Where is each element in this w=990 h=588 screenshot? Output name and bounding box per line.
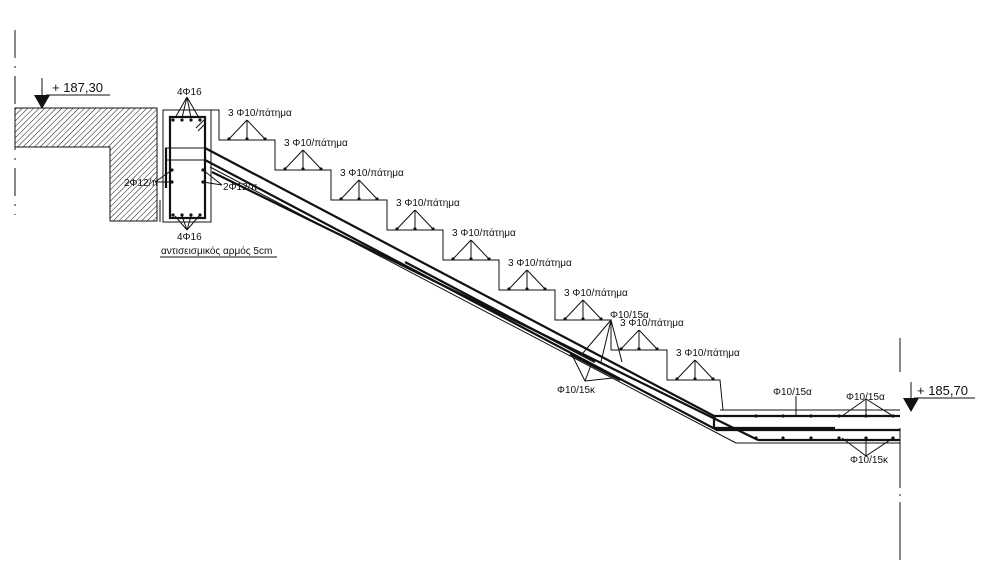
level-marker-bottom: + 185,70 [903, 382, 975, 412]
step-rebar-label: 3 Φ10/πάτημα [620, 317, 684, 329]
beam-bottom-bars-label: 4Φ16 [177, 232, 202, 243]
rebar-dot [319, 167, 323, 171]
step-rebar-callout: 3 Φ10/πάτημα [507, 257, 572, 291]
stair-profile [163, 109, 724, 411]
rebar-dot [599, 317, 603, 321]
rebar-dot [507, 287, 511, 291]
rebar-dot [263, 137, 267, 141]
rebar-dot [245, 137, 249, 141]
step-rebar-label: 3 Φ10/πάτημα [284, 137, 348, 149]
rebar-dot [543, 287, 547, 291]
seismic-joint-label: αντισεισμικός αρμός 5cm [161, 245, 272, 257]
rebar-dot [711, 377, 715, 381]
rebar-dot [451, 257, 455, 261]
rebar-dot [675, 377, 679, 381]
rebar-dot [563, 317, 567, 321]
rebar-dot [395, 227, 399, 231]
rebar-dot [637, 347, 641, 351]
rebar-dot [375, 197, 379, 201]
beam-section: 4Φ16 4Φ16 2Φ12/π 2Φ12/π αντισεισμικός αρ… [124, 87, 277, 258]
beam-right-stirrups-label: 2Φ12/π [223, 182, 257, 193]
step-rebar-callout: 3 Φ10/πάτημα [227, 107, 292, 141]
slab-rebar-callouts: Φ10/15α Φ10/15κ [557, 310, 649, 396]
beam-top-bars-label: 4Φ16 [177, 87, 202, 98]
rebar-dot [469, 257, 473, 261]
slab-lower-rebar-label: Φ10/15κ [557, 385, 596, 396]
rebar-dot [339, 197, 343, 201]
step-rebar-callout: 3 Φ10/πάτημα [619, 317, 684, 351]
step-rebar-callout: 3 Φ10/πάτημα [451, 227, 516, 261]
beam-left-stirrups-label: 2Φ12/π [124, 178, 158, 189]
step-rebar-callout: 3 Φ10/πάτημα [395, 197, 460, 231]
rebar-dot [283, 167, 287, 171]
step-rebar-label: 3 Φ10/πάτημα [676, 347, 740, 359]
stair-steps: 3 Φ10/πάτημα 3 Φ10/πάτημα 3 Φ10/πάτημα 3 Φ1… [163, 107, 740, 411]
step-rebar-callout: 3 Φ10/πάτημα [283, 137, 348, 171]
step-rebar-label: 3 Φ10/πάτημα [228, 107, 292, 119]
landing-upper-rebar-label-1: Φ10/15α [773, 387, 812, 398]
step-rebar-label: 3 Φ10/πάτημα [396, 197, 460, 209]
rebar-dot [227, 137, 231, 141]
rebar-dot [357, 197, 361, 201]
rebar-dot [413, 227, 417, 231]
rebar-dot [693, 377, 697, 381]
rebar-dot [525, 287, 529, 291]
step-rebar-label: 3 Φ10/πάτημα [340, 167, 404, 179]
level-top-text: + 187,30 [52, 80, 103, 95]
level-bottom-text: + 185,70 [917, 383, 968, 398]
landing-slab: Φ10/15α Φ10/15α Φ10/15κ [712, 387, 900, 466]
landing-upper-rebar-label-2: Φ10/15α [846, 392, 885, 403]
inclined-slab [204, 147, 759, 444]
rebar-dot [581, 317, 585, 321]
rebar-dot [487, 257, 491, 261]
rebar-dot [431, 227, 435, 231]
step-rebar-label: 3 Φ10/πάτημα [452, 227, 516, 239]
landing-lower-rebar-label: Φ10/15κ [850, 455, 889, 466]
step-rebar-callout: 3 Φ10/πάτημα [563, 287, 628, 321]
step-rebar-label: 3 Φ10/πάτημα [508, 257, 572, 269]
step-rebar-callout: 3 Φ10/πάτημα [339, 167, 404, 201]
rebar-dot [619, 347, 623, 351]
existing-slab-hatch [14, 107, 158, 222]
level-marker-top: + 187,30 [34, 78, 110, 109]
rebar-dot [655, 347, 659, 351]
rebar-dot [301, 167, 305, 171]
step-rebar-callout: 3 Φ10/πάτημα [675, 347, 740, 381]
step-rebar-label: 3 Φ10/πάτημα [564, 287, 628, 299]
slab-upper-rebar-label: Φ10/15α [610, 310, 649, 321]
